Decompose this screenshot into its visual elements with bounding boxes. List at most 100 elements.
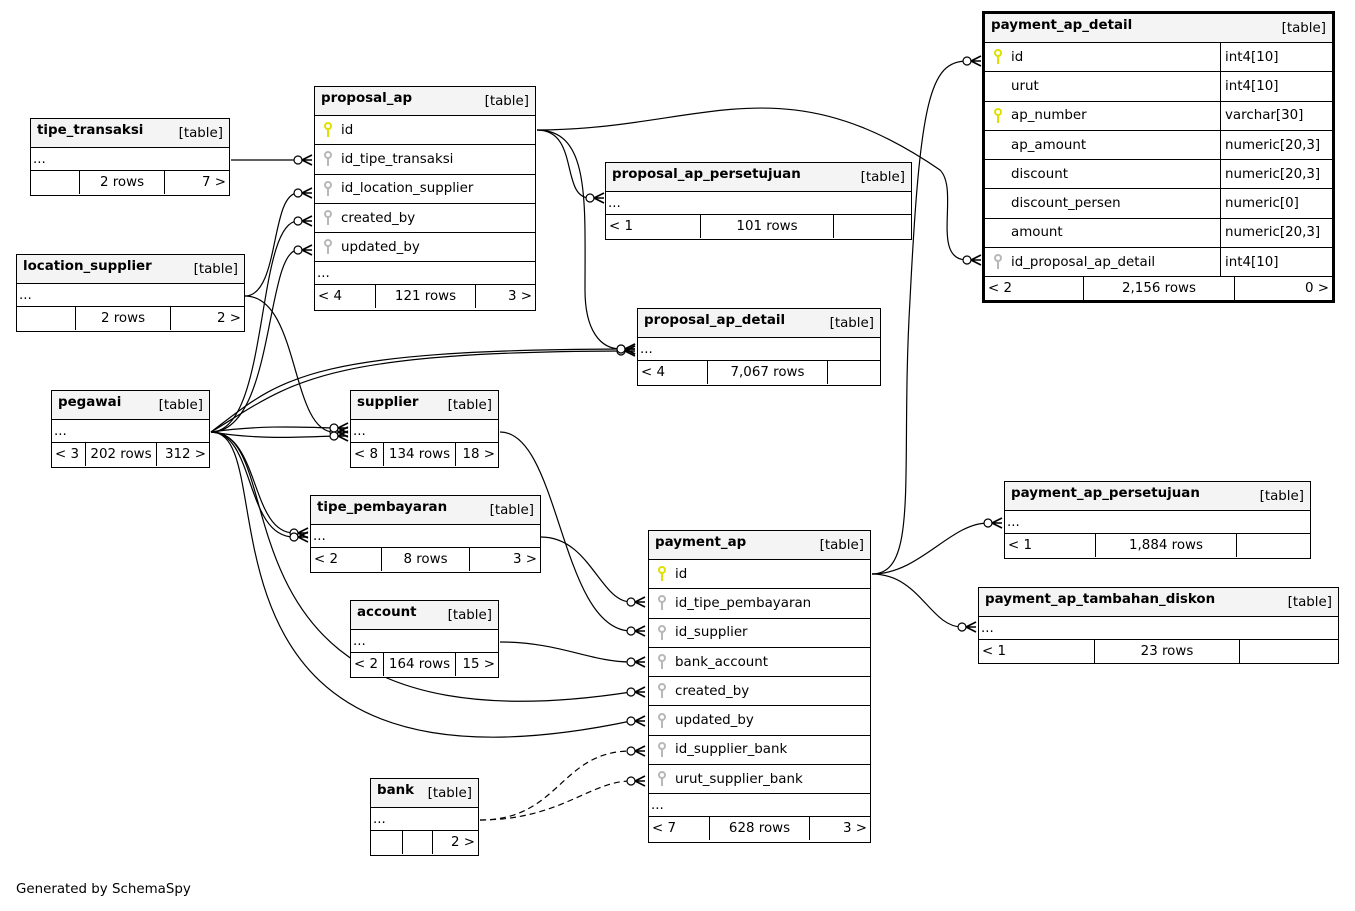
parents-link[interactable] xyxy=(17,307,76,330)
column-name: id_tipe_transaksi xyxy=(341,151,454,167)
children-link[interactable]: 18 > xyxy=(462,447,495,462)
table-header[interactable]: payment_ap [table] xyxy=(649,531,870,560)
parents-link[interactable]: < 2 xyxy=(351,653,384,676)
generated-by-note: Generated by SchemaSpy xyxy=(16,882,191,897)
column-row[interactable]: updated_by xyxy=(315,233,535,263)
column-row[interactable]: id_location_supplier xyxy=(315,175,535,204)
column-row[interactable]: created_by xyxy=(649,677,870,707)
column-row[interactable]: id_supplier_bank xyxy=(649,736,870,766)
parents-link[interactable]: < 4 xyxy=(638,361,708,384)
column-row[interactable]: bank_account xyxy=(649,648,870,678)
table-header[interactable]: location_supplier [table] xyxy=(17,255,244,284)
column-name: id_supplier xyxy=(675,625,748,641)
table-header[interactable]: tipe_transaksi [table] xyxy=(31,119,229,148)
parents-link[interactable]: < 7 xyxy=(649,817,710,841)
children-link[interactable]: 0 > xyxy=(1305,281,1329,297)
table-header[interactable]: pegawai [table] xyxy=(52,391,209,420)
primary-key-icon xyxy=(991,49,1005,65)
column-name: id xyxy=(675,566,688,582)
parents-link[interactable]: < 2 xyxy=(985,277,1084,301)
children-link[interactable]: 312 > xyxy=(164,447,206,462)
crows-foot-many-icon xyxy=(991,517,1003,529)
column-name: urut xyxy=(1011,78,1039,94)
crows-foot-many-icon xyxy=(297,531,309,543)
table-header[interactable]: payment_ap_persetujuan [table] xyxy=(1005,482,1310,511)
column-row[interactable]: id xyxy=(649,560,870,590)
column-name: created_by xyxy=(675,683,750,699)
table-header[interactable]: account [table] xyxy=(351,601,498,630)
table-tipe-transaksi[interactable]: tipe_transaksi [table] ... 2 rows 7 > xyxy=(30,118,230,196)
column-row[interactable]: id_tipe_transaksi xyxy=(315,145,535,175)
parents-link[interactable]: < 8 xyxy=(351,443,384,466)
table-supplier[interactable]: supplier [table] ... < 8 134 rows 18 > xyxy=(350,390,499,468)
table-header[interactable]: proposal_ap_persetujuan [table] xyxy=(606,163,911,192)
table-footer: < 8 134 rows 18 > xyxy=(351,443,498,466)
column-type: varchar[30] xyxy=(1220,101,1332,130)
children-link[interactable] xyxy=(1240,640,1338,663)
relationship-line xyxy=(210,431,632,702)
table-header[interactable]: proposal_ap_detail [table] xyxy=(638,309,880,338)
children-link[interactable] xyxy=(834,215,911,238)
children-link[interactable]: 2 > xyxy=(451,835,475,850)
primary-key-icon xyxy=(655,566,669,582)
table-proposal-ap-detail[interactable]: proposal_ap_detail [table] ... < 4 7,067… xyxy=(637,308,881,386)
column-name: id_location_supplier xyxy=(341,181,474,197)
table-account[interactable]: account [table] ... < 2 164 rows 15 > xyxy=(350,600,499,678)
table-payment-ap-persetujuan[interactable]: payment_ap_persetujuan [table] ... < 1 1… xyxy=(1004,481,1311,559)
parents-link[interactable]: < 1 xyxy=(1005,534,1096,557)
table-header[interactable]: tipe_pembayaran [table] xyxy=(311,496,540,525)
parents-link[interactable]: < 1 xyxy=(606,215,701,238)
parents-link[interactable]: < 1 xyxy=(979,640,1095,663)
column-row[interactable]: id_tipe_pembayaran xyxy=(649,589,870,619)
parents-link[interactable]: < 2 xyxy=(311,548,382,571)
table-header[interactable]: payment_ap_tambahan_diskon [table] xyxy=(979,588,1338,617)
table-proposal-ap-persetujuan[interactable]: proposal_ap_persetujuan [table] ... < 1 … xyxy=(605,162,912,240)
children-link[interactable]: 7 > xyxy=(202,175,226,190)
children-link[interactable]: 3 > xyxy=(508,289,532,305)
table-tipe-pembayaran[interactable]: tipe_pembayaran [table] ... < 2 8 rows 3… xyxy=(310,495,541,573)
table-location-supplier[interactable]: location_supplier [table] ... 2 rows 2 > xyxy=(16,254,245,332)
table-pegawai[interactable]: pegawai [table] ... < 3 202 rows 312 > xyxy=(51,390,210,468)
column-name: bank_account xyxy=(675,654,768,670)
children-link[interactable]: 2 > xyxy=(217,311,241,326)
column-row[interactable]: urut_supplier_bank xyxy=(649,765,870,795)
children-link[interactable] xyxy=(1237,534,1310,557)
row-count: 2 rows xyxy=(80,171,165,194)
crows-foot-many-icon xyxy=(970,254,982,266)
column-row[interactable]: id_supplier xyxy=(649,619,870,648)
parents-link[interactable] xyxy=(371,831,403,854)
parents-link[interactable]: < 3 xyxy=(52,443,86,466)
table-header[interactable]: payment_ap_detail [table] xyxy=(985,14,1332,43)
zero-optional-icon xyxy=(293,245,303,255)
table-footer: < 7 628 rows 3 > xyxy=(649,817,870,841)
relationship-line xyxy=(871,522,989,575)
more-columns: ... xyxy=(311,525,540,548)
table-header[interactable]: bank [table] xyxy=(371,779,478,808)
column-row[interactable]: id xyxy=(315,116,535,146)
column-row[interactable]: created_by xyxy=(315,204,535,234)
children-link[interactable]: 3 > xyxy=(843,821,867,837)
children-link[interactable]: 3 > xyxy=(513,552,537,567)
table-bank[interactable]: bank [table] ... 2 > xyxy=(370,778,479,856)
table-header[interactable]: proposal_ap [table] xyxy=(315,87,535,116)
children-link[interactable]: 15 > xyxy=(462,657,495,672)
table-payment-ap-tambahan-diskon[interactable]: payment_ap_tambahan_diskon [table] ... <… xyxy=(978,587,1339,664)
parents-link[interactable] xyxy=(31,171,80,194)
table-header[interactable]: supplier [table] xyxy=(351,391,498,420)
relationship-line xyxy=(210,220,299,433)
primary-key-icon xyxy=(991,107,1005,124)
column-row[interactable]: updated_by xyxy=(649,706,870,736)
parents-link[interactable]: < 4 xyxy=(315,285,376,309)
children-link[interactable] xyxy=(828,361,880,384)
